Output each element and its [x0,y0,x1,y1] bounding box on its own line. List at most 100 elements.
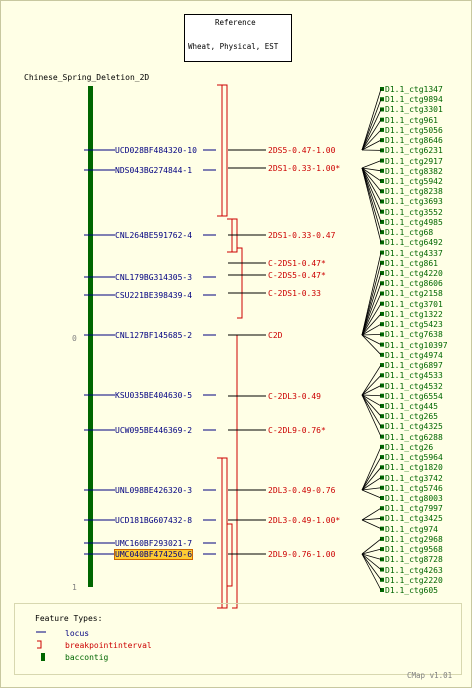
contig-label[interactable]: D1.1_ctg445 [385,401,438,411]
locus-label[interactable]: KSU035BE404630-5 [115,391,193,400]
contig-label[interactable]: D1.1_ctg2158 [385,289,443,299]
contig-label[interactable]: D1.1_ctg8238 [385,187,443,197]
contig-label[interactable]: D1.1_ctg8646 [385,136,443,146]
contig-correspondence-line [361,375,382,396]
contig-label[interactable]: D1.1_ctg7638 [385,330,443,340]
contig-label[interactable]: D1.1_ctg605 [385,586,438,595]
interval-label[interactable]: C-2DS5-0.47* [268,271,326,280]
contig-label[interactable]: D1.1_ctg8003 [385,493,443,503]
contig-correspondence-line [361,538,382,555]
interval-label[interactable]: 2DS1-0.33-0.47 [268,231,336,240]
interval-label[interactable]: 2DS5-0.47-1.00 [268,146,336,155]
locus-label[interactable]: UCW095BE446369-2 [115,426,193,435]
contig-label[interactable]: D1.1_ctg4337 [385,248,443,258]
contig-label[interactable]: D1.1_ctg8728 [385,555,443,565]
contig-label[interactable]: D1.1_ctg1322 [385,309,443,319]
contig-label[interactable]: D1.1_ctg861 [385,258,438,268]
interval-label[interactable]: 2DL9-0.76-1.00 [268,550,336,559]
contig-label[interactable]: D1.1_ctg9568 [385,545,443,555]
contig-correspondence-line [361,519,382,530]
contig-label[interactable]: D1.1_ctg3742 [385,473,443,483]
interval-label[interactable]: C-2DS1-0.33 [268,289,321,298]
contig-label[interactable]: D1.1_ctg4974 [385,350,443,360]
contig-correspondence-line [361,456,382,491]
locus-label[interactable]: CNL264BE591762-4 [115,231,193,240]
locus-label[interactable]: NDS043BG274844-1 [115,166,193,175]
contig-label[interactable]: D1.1_ctg1347 [385,85,443,94]
locus-label[interactable]: CNL127BF145685-2 [115,331,193,340]
contig-label[interactable]: D1.1_ctg5746 [385,483,443,493]
contig-label[interactable]: D1.1_ctg4220 [385,269,443,279]
contig-label[interactable]: D1.1_ctg9894 [385,95,443,105]
contig-label[interactable]: D1.1_ctg265 [385,412,438,422]
locus-label[interactable]: UNL098BE426320-3 [115,486,193,495]
contig-label[interactable]: D1.1_ctg3425 [385,514,443,524]
contig-label[interactable]: D1.1_ctg2968 [385,534,443,544]
contig-correspondence-line [361,385,382,396]
contig-marker [380,373,384,378]
contig-label[interactable]: D1.1_ctg1820 [385,463,443,473]
contig-correspondence-line [361,167,382,192]
contig-label[interactable]: D1.1_ctg3701 [385,299,443,309]
contig-marker [380,199,384,204]
contig-label[interactable]: D1.1_ctg6288 [385,432,443,442]
contig-label[interactable]: D1.1_ctg5964 [385,453,443,463]
contig-marker [380,567,384,572]
contig-label[interactable]: D1.1_ctg8382 [385,166,443,176]
map-title[interactable]: Chinese_Spring_Deletion_2D [24,73,150,82]
interval-label[interactable]: 2DS1-0.33-1.00* [268,164,341,173]
locus-label[interactable]: CSU221BE398439-4 [115,291,193,300]
contig-label[interactable]: D1.1_ctg4325 [385,422,443,432]
contig-correspondence-line [361,323,382,336]
contig-label[interactable]: D1.1_ctg974 [385,524,438,534]
contig-label[interactable]: D1.1_ctg4532 [385,381,443,391]
contig-correspondence-line [361,487,382,491]
interval-label[interactable]: 2DL3-0.49-1.00* [268,516,341,525]
locus-label[interactable]: UCD181BG607432-8 [115,516,193,525]
locus-label[interactable]: UMC160BF293021-7 [115,539,193,548]
contig-label[interactable]: D1.1_ctg961 [385,115,438,125]
contig-marker [380,557,384,562]
contig-correspondence-line [361,99,382,151]
contig-marker [380,291,384,296]
contig-label[interactable]: D1.1_ctg5942 [385,177,443,187]
interval-label[interactable]: C2D [268,331,283,340]
contig-label[interactable]: D1.1_ctg4985 [385,217,443,227]
contig-label[interactable]: D1.1_ctg5423 [385,320,443,330]
contig-label[interactable]: D1.1_ctg6554 [385,391,443,401]
contig-marker [380,475,384,480]
interval-label[interactable]: C-2DL9-0.76* [268,426,326,435]
interval-label[interactable]: C-2DL3-0.49 [268,392,321,401]
contig-label[interactable]: D1.1_ctg3552 [385,207,443,217]
locus-label[interactable]: UCD028BF484320-10 [115,146,197,155]
contig-label[interactable]: D1.1_ctg6897 [385,361,443,371]
contig-correspondence-line [361,167,382,202]
contig-label[interactable]: D1.1_ctg6492 [385,238,443,248]
contig-correspondence-line [361,262,382,336]
contig-label[interactable]: D1.1_ctg2220 [385,575,443,585]
contig-label[interactable]: D1.1_ctg7997 [385,504,443,514]
contig-label[interactable]: D1.1_ctg10397 [385,340,448,350]
contig-marker [380,455,384,460]
contig-label[interactable]: D1.1_ctg4533 [385,371,443,381]
contig-label[interactable]: D1.1_ctg3301 [385,105,443,115]
contig-correspondence-line [361,394,382,397]
contig-label[interactable]: D1.1_ctg68 [385,228,434,238]
reference-subtitle: Wheat, Physical, EST [188,42,279,51]
interval-label[interactable]: 2DL3-0.49-0.76 [268,486,336,495]
locus-label[interactable]: CNL179BG314305-3 [115,273,193,282]
contig-marker [380,281,384,286]
contig-label[interactable]: D1.1_ctg4263 [385,565,443,575]
contig-label[interactable]: D1.1_ctg26 [385,442,434,452]
contig-label[interactable]: D1.1_ctg6231 [385,146,443,156]
contig-label[interactable]: D1.1_ctg2917 [385,156,443,166]
contig-label[interactable]: D1.1_ctg5056 [385,125,443,135]
interval-label[interactable]: C-2DS1-0.47* [268,259,326,268]
contig-correspondence-line [361,167,382,182]
contig-label[interactable]: D1.1_ctg3693 [385,197,443,207]
contig-label[interactable]: D1.1_ctg8606 [385,279,443,289]
locus-label[interactable]: UMC040BF474250-6 [113,549,194,560]
reference-box: Reference Wheat, Physical, EST [184,14,292,62]
contig-marker [380,117,384,122]
contig-marker [380,414,384,419]
